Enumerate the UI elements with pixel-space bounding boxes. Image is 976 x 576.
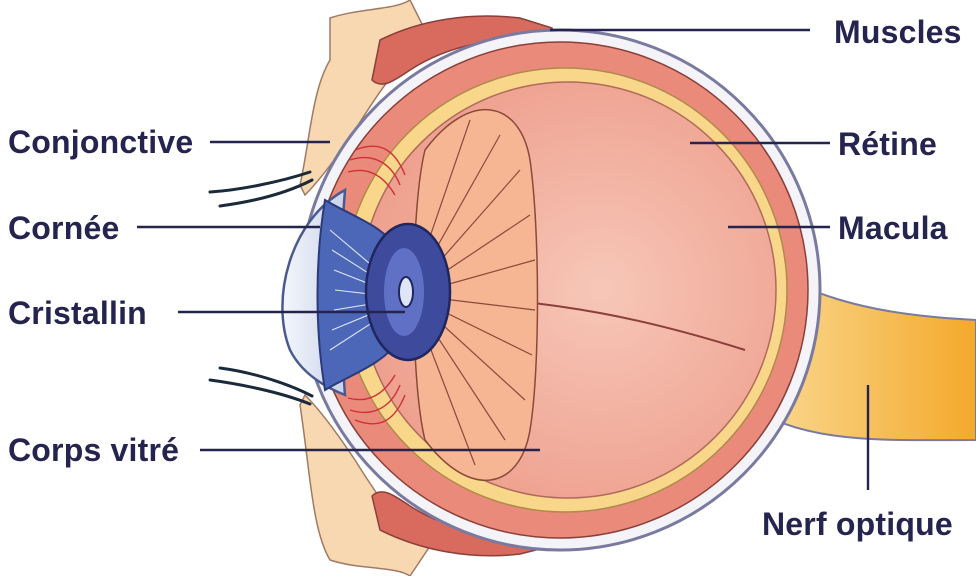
label-muscles: Muscles (834, 14, 962, 50)
pupil (399, 277, 413, 307)
label-corps-vitre: Corps vitré (8, 432, 179, 468)
label-nerf-optique: Nerf optique (762, 506, 953, 542)
label-cristallin: Cristallin (8, 295, 147, 331)
label-retine: Rétine (838, 126, 937, 162)
label-cornee: Cornée (8, 210, 119, 246)
label-macula: Macula (838, 210, 948, 246)
label-conjonctive: Conjonctive (8, 124, 193, 160)
